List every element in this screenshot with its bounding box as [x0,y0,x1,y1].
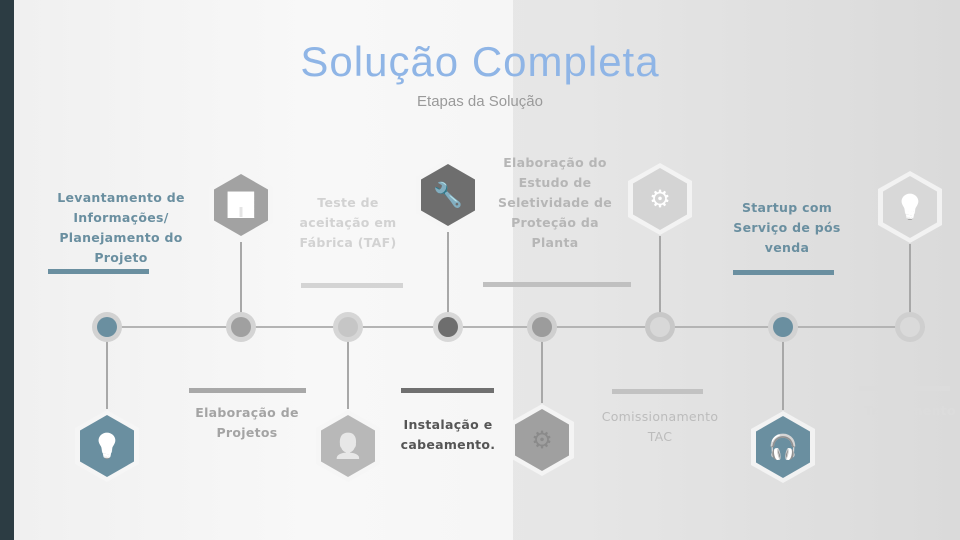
timeline-node[interactable] [768,312,798,342]
node-dot [97,317,117,337]
idea-thumbs-up-icon: 💡 [92,432,122,460]
step-icon-hexagon: 💡 [877,170,943,244]
engineer-icon: 👤 [333,432,363,460]
connector-line [659,236,661,327]
step-label: Comissionamento TAC [601,409,719,444]
timeline-node[interactable] [645,312,675,342]
timeline-node[interactable] [527,312,557,342]
timeline-node[interactable] [895,312,925,342]
step-label: Startup com Serviço de pós venda [733,200,841,255]
connector-line [447,232,449,327]
step-underline-bar [301,283,403,288]
step-underline-bar [733,270,834,275]
page-subtitle: Etapas da Solução [417,93,543,110]
connector-line [347,327,349,409]
node-dot [438,317,458,337]
node-dot [338,317,358,337]
step-underline-bar [859,386,950,391]
node-dot [650,317,670,337]
sidebar-accent [0,0,14,540]
node-dot [900,317,920,337]
connector-line [240,242,242,327]
step-underline-bar [189,388,306,393]
step-icon-hexagon: 📊 [208,168,274,242]
page-title: Solução Completa [300,38,660,85]
step-label: Instalação e cabeamento. [400,417,496,452]
step-icon-hexagon: 🎧 [750,410,816,484]
node-dot [532,317,552,337]
step-label: Treinamento [864,403,956,418]
step-label: Elaboração de Projetos [195,405,299,440]
support-agent-icon: 🎧 [768,433,798,461]
connector-line [782,327,784,410]
timeline-node[interactable] [92,312,122,342]
lightbulb-team-icon: 💡 [895,193,925,221]
step-label: Teste de aceitação em Fábrica (TAF) [299,195,397,250]
timeline-axis [107,326,925,328]
step-icon-hexagon: 💡 [74,409,140,483]
step-icon-hexagon: 👤 [315,409,381,483]
gear-target-icon: ⚙ [649,185,671,213]
step-icon-hexagon: ⚙ [509,403,575,477]
connector-line [909,244,911,327]
step-underline-bar [48,269,149,274]
connector-line [541,327,543,403]
timeline-node[interactable] [333,312,363,342]
step-underline-bar [612,389,703,394]
step-underline-bar [483,282,631,287]
step-icon-hexagon: 🔧 [415,158,481,232]
node-dot [231,317,251,337]
step-label: Levantamento de Informações/ Planejament… [57,190,185,265]
timeline-node[interactable] [433,312,463,342]
presentation-chart-icon: 📊 [226,191,256,219]
step-underline-bar [401,388,494,393]
step-icon-hexagon: ⚙ [627,162,693,236]
gear-analytics-icon: ⚙ [531,426,553,454]
step-label: Elaboração do Estudo de Seletividade de … [497,155,613,250]
node-dot [773,317,793,337]
connector-line [106,327,108,409]
wrench-thumbs-up-icon: 🔧 [433,181,463,209]
timeline-node[interactable] [226,312,256,342]
